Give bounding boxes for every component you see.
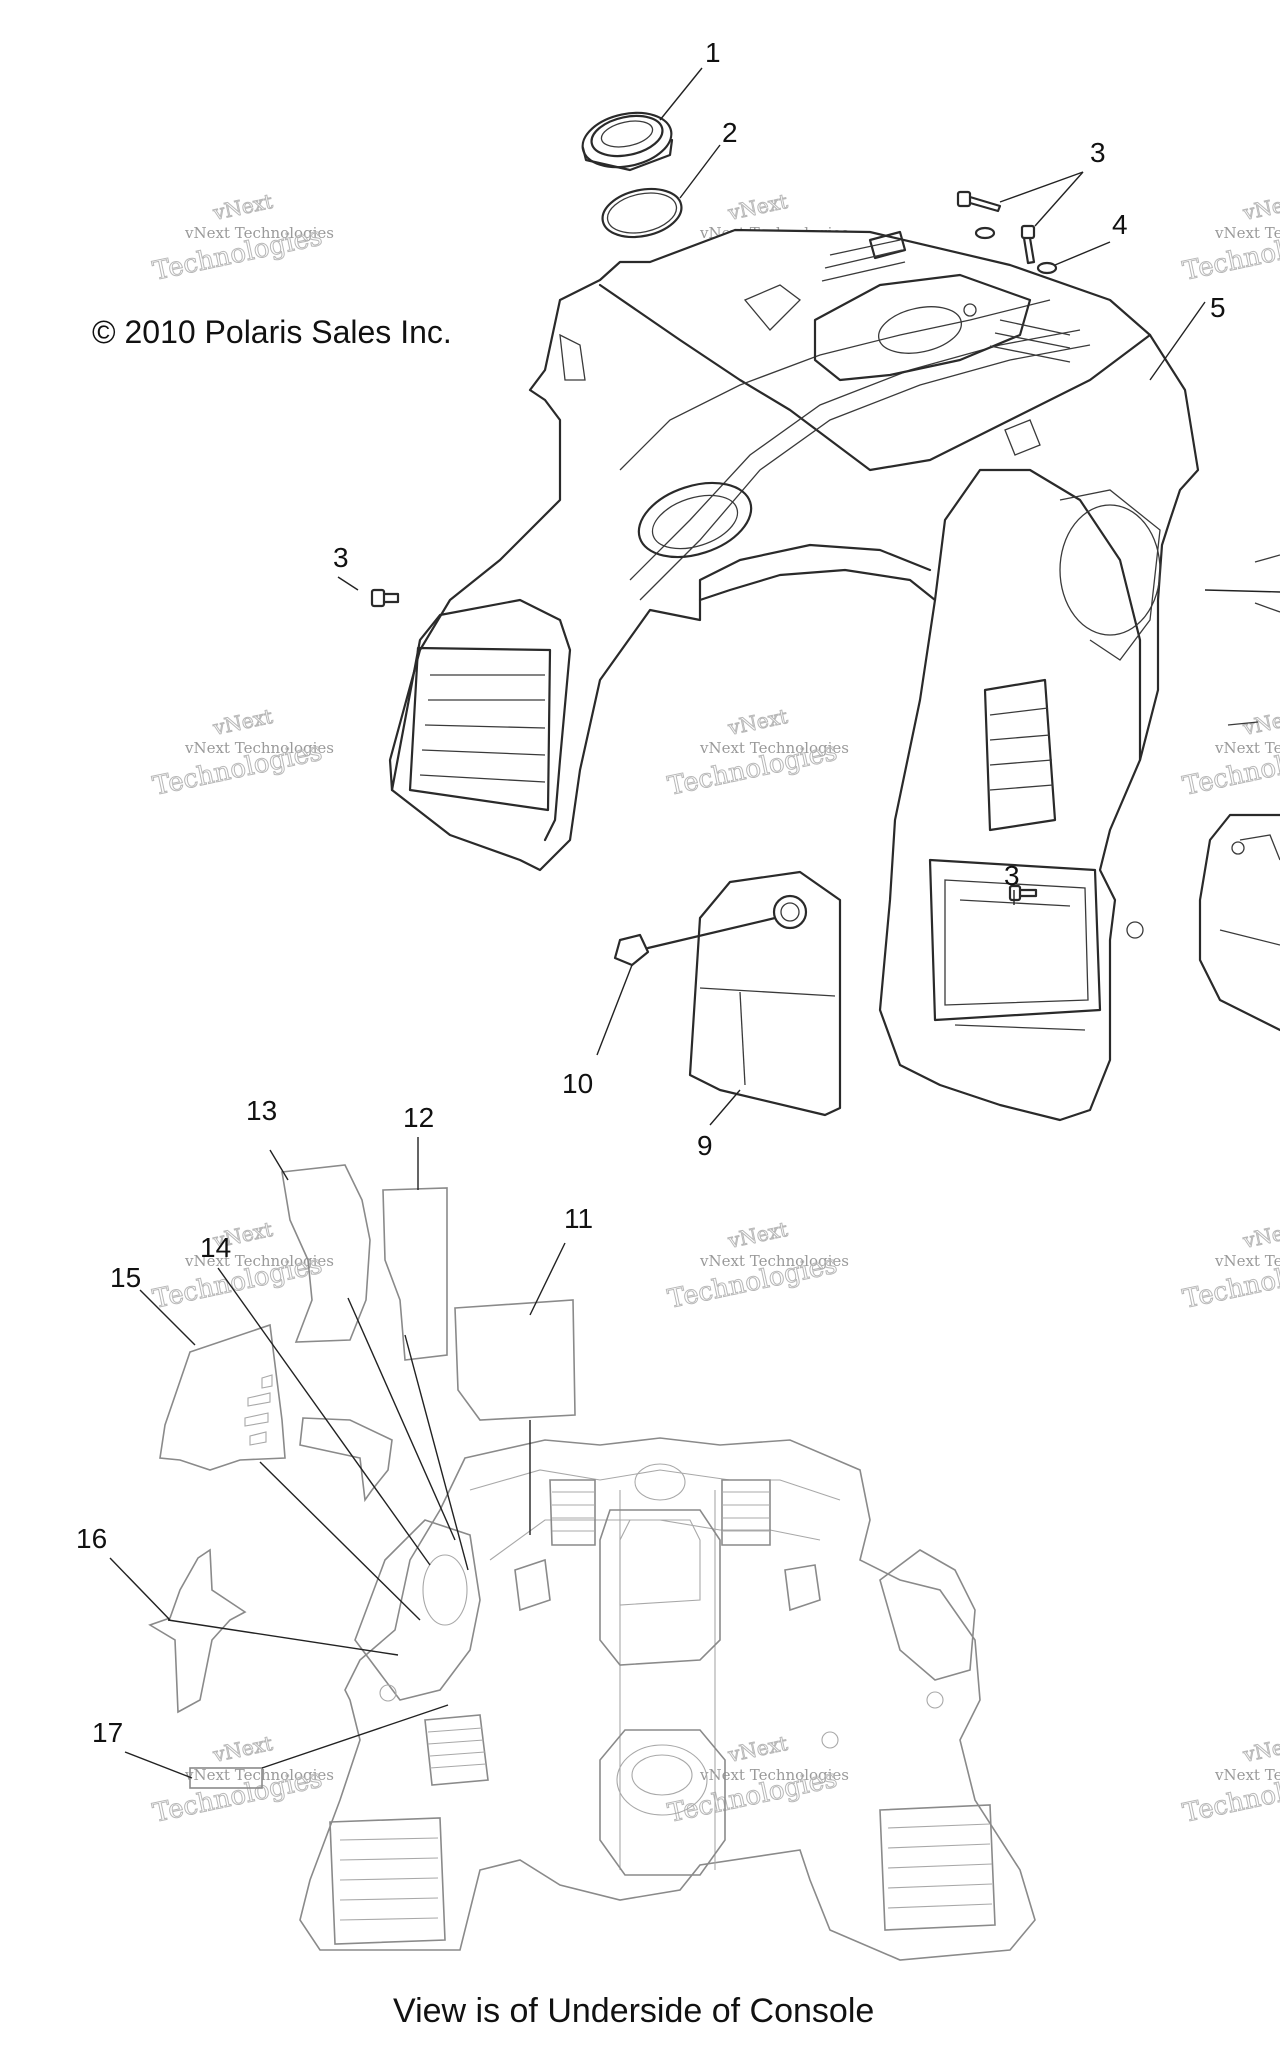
watermark-company: vNext Technologies <box>699 1766 849 1784</box>
part-12-decal <box>382 1187 448 1361</box>
right-vent-slats <box>983 678 1057 832</box>
callout-label: 3 <box>1090 137 1106 168</box>
console-underside-view <box>299 1437 1036 1961</box>
watermark-company: vNext Technologies <box>1214 739 1280 757</box>
watermark: vNext vNext Technologies Technologies <box>150 703 334 802</box>
screw-icon <box>1227 721 1259 726</box>
underside-left-mid-vent <box>424 1714 489 1786</box>
underside-vent-slats-right <box>721 1479 771 1546</box>
lower-duct <box>928 858 1102 1022</box>
console-body-outline <box>388 228 1200 1122</box>
watermark-brand: vNext <box>210 704 275 740</box>
part-14-decal <box>299 1417 393 1503</box>
callout-label: 15 <box>110 1262 141 1293</box>
watermark-company: vNext Technologies <box>699 1252 849 1270</box>
part-16-decal <box>148 1548 247 1714</box>
watermark-company: vNext Technologies <box>184 1252 334 1270</box>
callout-label: 4 <box>1112 209 1128 240</box>
watermark: vNext vNext Technologies Technologies <box>665 1216 849 1315</box>
watermark-company: vNext Technologies <box>1214 1252 1280 1270</box>
part-15-decal <box>159 1323 286 1471</box>
callout-label: 9 <box>697 1130 713 1161</box>
screw-icon <box>1020 224 1036 265</box>
right-pod <box>879 1549 976 1681</box>
right-side-panel <box>933 468 1142 762</box>
callout-labels: 1 2 3 3 4 5 3 3 10 9 13 12 11 14 15 16 1… <box>76 37 1226 1748</box>
part-11-decal <box>454 1299 576 1421</box>
callout-label: 11 <box>564 1203 593 1234</box>
watermark: vNext vNext Technologies Technologies <box>1180 1730 1280 1829</box>
callout-label: 10 <box>562 1068 593 1099</box>
underside-right-lower-vent <box>879 1804 996 1931</box>
watermark-company: vNext Technologies <box>184 739 334 757</box>
watermark-brand: vNext <box>725 189 790 225</box>
cup-holder-recess <box>599 1729 726 1876</box>
watermark-brand: vNext <box>725 1217 790 1253</box>
watermark: vNext vNext Technologies Technologies <box>1180 188 1280 287</box>
watermark-company: vNext Technologies <box>1214 1766 1280 1784</box>
screw-icon <box>1008 884 1038 902</box>
watermark-company: vNext Technologies <box>184 224 334 242</box>
screw-icon <box>1254 554 1280 563</box>
part-2-o-ring <box>601 187 683 239</box>
part-10-knob <box>613 916 777 967</box>
screw-icon <box>1254 602 1280 613</box>
part-15-slots <box>244 1374 273 1446</box>
watermark: vNext vNext Technologies Technologies <box>150 1730 334 1829</box>
console-top-view <box>388 228 1280 1122</box>
washer-icon <box>974 226 996 240</box>
left-side-panel <box>390 598 572 842</box>
watermark-brand: vNext <box>210 189 275 225</box>
diagram-caption: View is of Underside of Console <box>393 1992 874 2030</box>
left-vent-slats <box>408 646 552 812</box>
callout-label: 16 <box>76 1523 107 1554</box>
watermark-brand: vNext <box>1240 1731 1280 1767</box>
callout-label: 14 <box>200 1232 231 1263</box>
upper-tray-edge <box>598 283 1152 472</box>
copyright-notice: © 2010 Polaris Sales Inc. <box>92 314 452 350</box>
left-pod <box>354 1519 481 1701</box>
storage-bay <box>813 273 1032 382</box>
watermark-brand: vNext <box>725 704 790 740</box>
screw-icon <box>956 190 1002 213</box>
leader-lines <box>109 67 1206 1779</box>
screw-icon <box>370 588 400 608</box>
watermark-company: vNext Technologies <box>699 739 849 757</box>
callout-label: 3 <box>1004 860 1020 891</box>
top-vent-slats <box>821 230 1071 363</box>
watermark: vNext vNext Technologies Technologies <box>665 1730 849 1829</box>
callout-label: 5 <box>1210 292 1226 323</box>
underside-left-lower-vent <box>329 1817 446 1945</box>
center-spine <box>619 299 1051 471</box>
callout-label: 17 <box>92 1717 123 1748</box>
callout-label: 12 <box>403 1102 434 1133</box>
right-side-bracket <box>1198 813 1280 1032</box>
watermark-company: vNext Technologies <box>1214 224 1280 242</box>
center-recess <box>599 1509 721 1666</box>
watermark: vNext vNext Technologies Technologies <box>665 703 849 802</box>
watermark-company: vNext Technologies <box>184 1766 334 1784</box>
watermark: vNext vNext Technologies Technologies <box>150 188 334 287</box>
washer-icon <box>1036 261 1058 275</box>
underside-outline <box>299 1437 1036 1961</box>
watermark-brand: vNext <box>1240 704 1280 740</box>
callout-label: 1 <box>705 37 721 68</box>
watermark-brand: vNext <box>1240 1217 1280 1253</box>
callout-label: 3 <box>333 542 349 573</box>
watermark: vNext vNext Technologies Technologies <box>150 1216 334 1315</box>
part-13-decal <box>281 1164 371 1343</box>
watermark-brand: vNext <box>1240 189 1280 225</box>
watermark: vNext vNext Technologies Technologies <box>1180 1216 1280 1315</box>
watermark-brand: vNext <box>725 1731 790 1767</box>
callout-label: 2 <box>722 117 738 148</box>
underside-vent-slats-left <box>549 1479 596 1546</box>
callout-label: 13 <box>246 1095 277 1126</box>
part-9-panel <box>688 870 842 1117</box>
watermark: vNext vNext Technologies Technologies <box>1180 703 1280 802</box>
watermark-brand: vNext <box>210 1731 275 1767</box>
part-17-decal <box>189 1767 263 1789</box>
part-1-cap <box>581 111 674 172</box>
cup-holder-icon <box>637 481 753 559</box>
